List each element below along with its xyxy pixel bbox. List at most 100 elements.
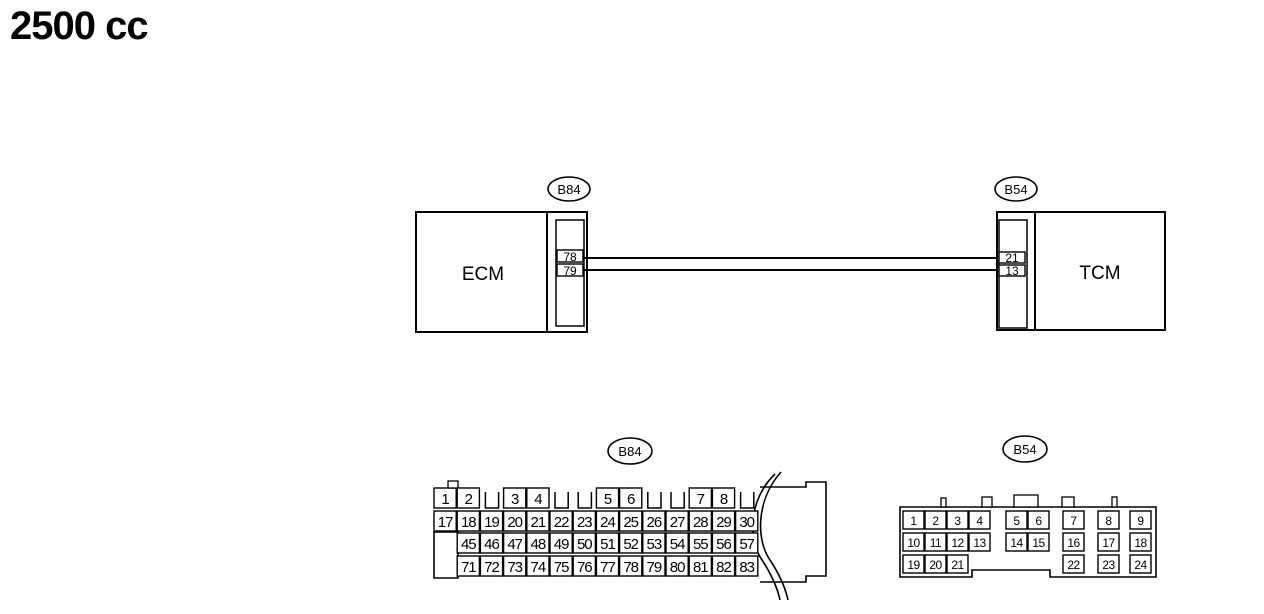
pin-number: 45	[461, 536, 476, 553]
pin-cell	[618, 532, 643, 554]
pin-cell	[734, 555, 759, 577]
pin-cell	[572, 510, 597, 532]
pin-number: 9	[1137, 514, 1144, 528]
pin-cell	[433, 510, 457, 532]
keyway-notch	[484, 492, 500, 509]
pin-number: 12	[951, 536, 964, 550]
pin-cell	[618, 487, 643, 509]
pin-number: 2	[465, 491, 473, 508]
pin-cell	[549, 555, 573, 577]
pin-number: 22	[1067, 558, 1080, 572]
pin-cell	[433, 487, 457, 509]
pin-cell	[1062, 554, 1085, 574]
pin-cell	[968, 532, 991, 552]
pin-number: 16	[1067, 536, 1080, 550]
pin-number: 5	[1013, 514, 1020, 528]
pin-cell	[902, 554, 925, 574]
pin-cell	[1129, 510, 1152, 530]
pin-cell	[734, 532, 759, 554]
pin-number: 2	[932, 514, 939, 528]
pin-number: 6	[627, 491, 635, 508]
ecm-connector-id: B84	[557, 182, 580, 197]
pin-cell	[456, 487, 481, 509]
pin-cell	[595, 532, 620, 554]
pin-number: 27	[670, 514, 685, 531]
pin-cell	[665, 555, 689, 577]
wires	[583, 257, 999, 271]
pin-number: 49	[554, 536, 569, 553]
pin-cell	[479, 532, 504, 554]
pin-number: 5	[604, 491, 612, 508]
pin-cell	[502, 487, 527, 509]
keyway-notch	[670, 492, 685, 509]
pin-number: 15	[1032, 536, 1045, 550]
pin-number: 20	[929, 558, 942, 572]
pin-number: 57	[739, 536, 754, 553]
pin-number: 80	[670, 559, 685, 576]
pin-number: 75	[554, 559, 569, 576]
pin-number: 19	[484, 514, 499, 531]
pin-cell	[526, 487, 550, 509]
pin-number: 28	[693, 514, 708, 531]
pin-number: 83	[739, 559, 754, 576]
tcm-module: TCM	[1034, 211, 1166, 331]
pin-cell	[1097, 554, 1120, 574]
pin-number: 4	[534, 491, 542, 508]
pin-number: 48	[531, 536, 546, 553]
pin-cell	[924, 510, 947, 530]
pin-number: 54	[670, 536, 685, 553]
pin-cell	[1005, 532, 1028, 552]
ecm-connector: 78 79	[546, 211, 588, 333]
pin-cell	[1062, 510, 1085, 530]
pin-cell	[968, 510, 991, 530]
pin-cell	[526, 532, 550, 554]
pin-number: 17	[1102, 536, 1115, 550]
pin-cell	[456, 532, 481, 554]
pin-cell	[1027, 510, 1050, 530]
pin-number: 79	[647, 559, 662, 576]
pin-number: 23	[577, 514, 592, 531]
pin-number: 71	[461, 559, 476, 576]
pin-number: 1	[441, 491, 449, 508]
pin-cell	[1129, 554, 1152, 574]
keyway-notch	[739, 492, 755, 509]
pin-number: 21	[531, 514, 546, 531]
pin-cell	[1062, 532, 1085, 552]
ecm-pin-78: 78	[563, 250, 577, 264]
pin-cell	[688, 510, 713, 532]
pin-cell	[595, 510, 620, 532]
pin-number: 13	[973, 536, 986, 550]
pin-number: 56	[716, 536, 731, 553]
pin-number: 53	[647, 536, 662, 553]
pin-cell	[456, 510, 481, 532]
keyway-notch	[647, 492, 662, 509]
pin-cell	[479, 510, 504, 532]
pin-number: 26	[647, 514, 662, 531]
pin-number: 6	[1035, 514, 1042, 528]
pin-cell	[479, 555, 504, 577]
pin-number: 77	[600, 559, 615, 576]
pin-number: 76	[577, 559, 592, 576]
pin-cell	[549, 510, 573, 532]
pin-number: 1	[910, 514, 917, 528]
keyway-notch	[554, 492, 569, 509]
pin-number: 14	[1010, 536, 1023, 550]
pin-number: 55	[693, 536, 708, 553]
pin-number: 3	[954, 514, 961, 528]
pin-number: 18	[461, 514, 476, 531]
pin-number: 4	[976, 514, 983, 528]
pin-number: 73	[507, 559, 522, 576]
pin-number: 82	[716, 559, 731, 576]
ecm-module: ECM	[415, 211, 551, 333]
pin-cell	[902, 510, 925, 530]
b54-face-label-badge: B54	[1002, 435, 1048, 463]
pin-cell	[688, 555, 713, 577]
pin-cell	[1005, 510, 1028, 530]
ecm-pin-79: 79	[563, 264, 577, 278]
pin-number: 8	[1105, 514, 1112, 528]
ecm-connector-id-badge: B84	[547, 176, 591, 202]
pin-number: 72	[484, 559, 499, 576]
